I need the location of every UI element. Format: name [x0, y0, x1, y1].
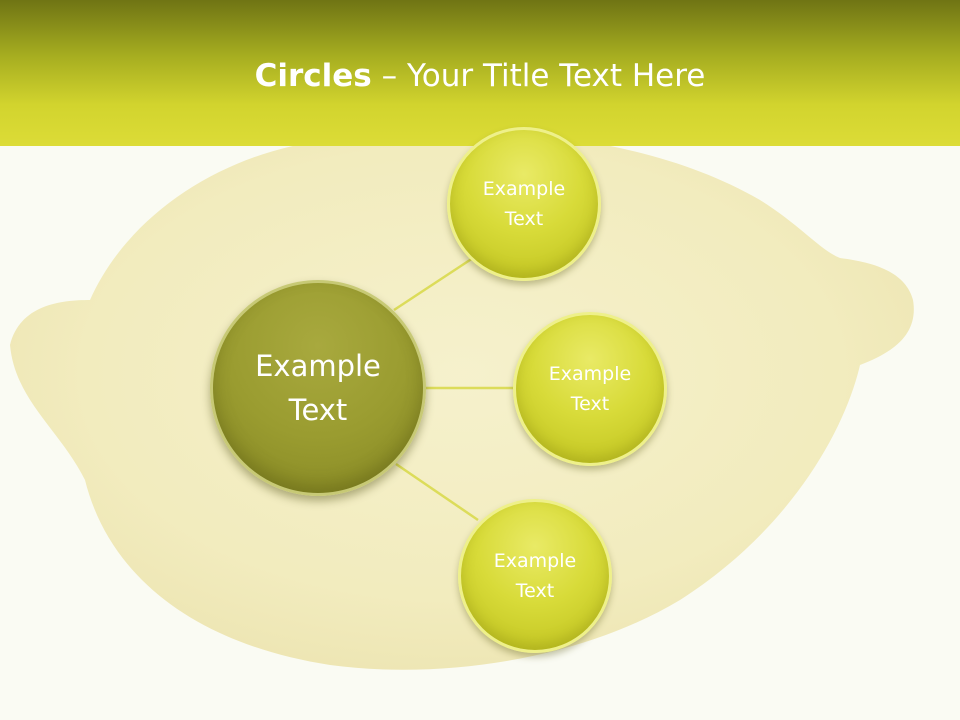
node-circle-bottom-label: Example Text — [493, 550, 577, 602]
connector-bottom — [395, 462, 479, 522]
node-circle-middle-label: Example Text — [548, 363, 632, 415]
title-rest-text: – Your Title Text Here — [371, 58, 706, 94]
center-circle: Example Text — [210, 280, 426, 496]
title-banner: Circles – Your Title Text Here — [0, 0, 960, 146]
center-circle-label: Example Text — [255, 349, 381, 427]
node-circle-top-label: Example Text — [482, 178, 566, 230]
node-circle-bottom: Example Text — [458, 499, 612, 653]
slide-title: Circles – Your Title Text Here — [0, 56, 960, 96]
node-circle-top: Example Text — [447, 127, 601, 281]
connector-top — [393, 254, 477, 312]
title-bold-text: Circles — [254, 58, 372, 94]
node-circle-middle: Example Text — [513, 312, 667, 466]
